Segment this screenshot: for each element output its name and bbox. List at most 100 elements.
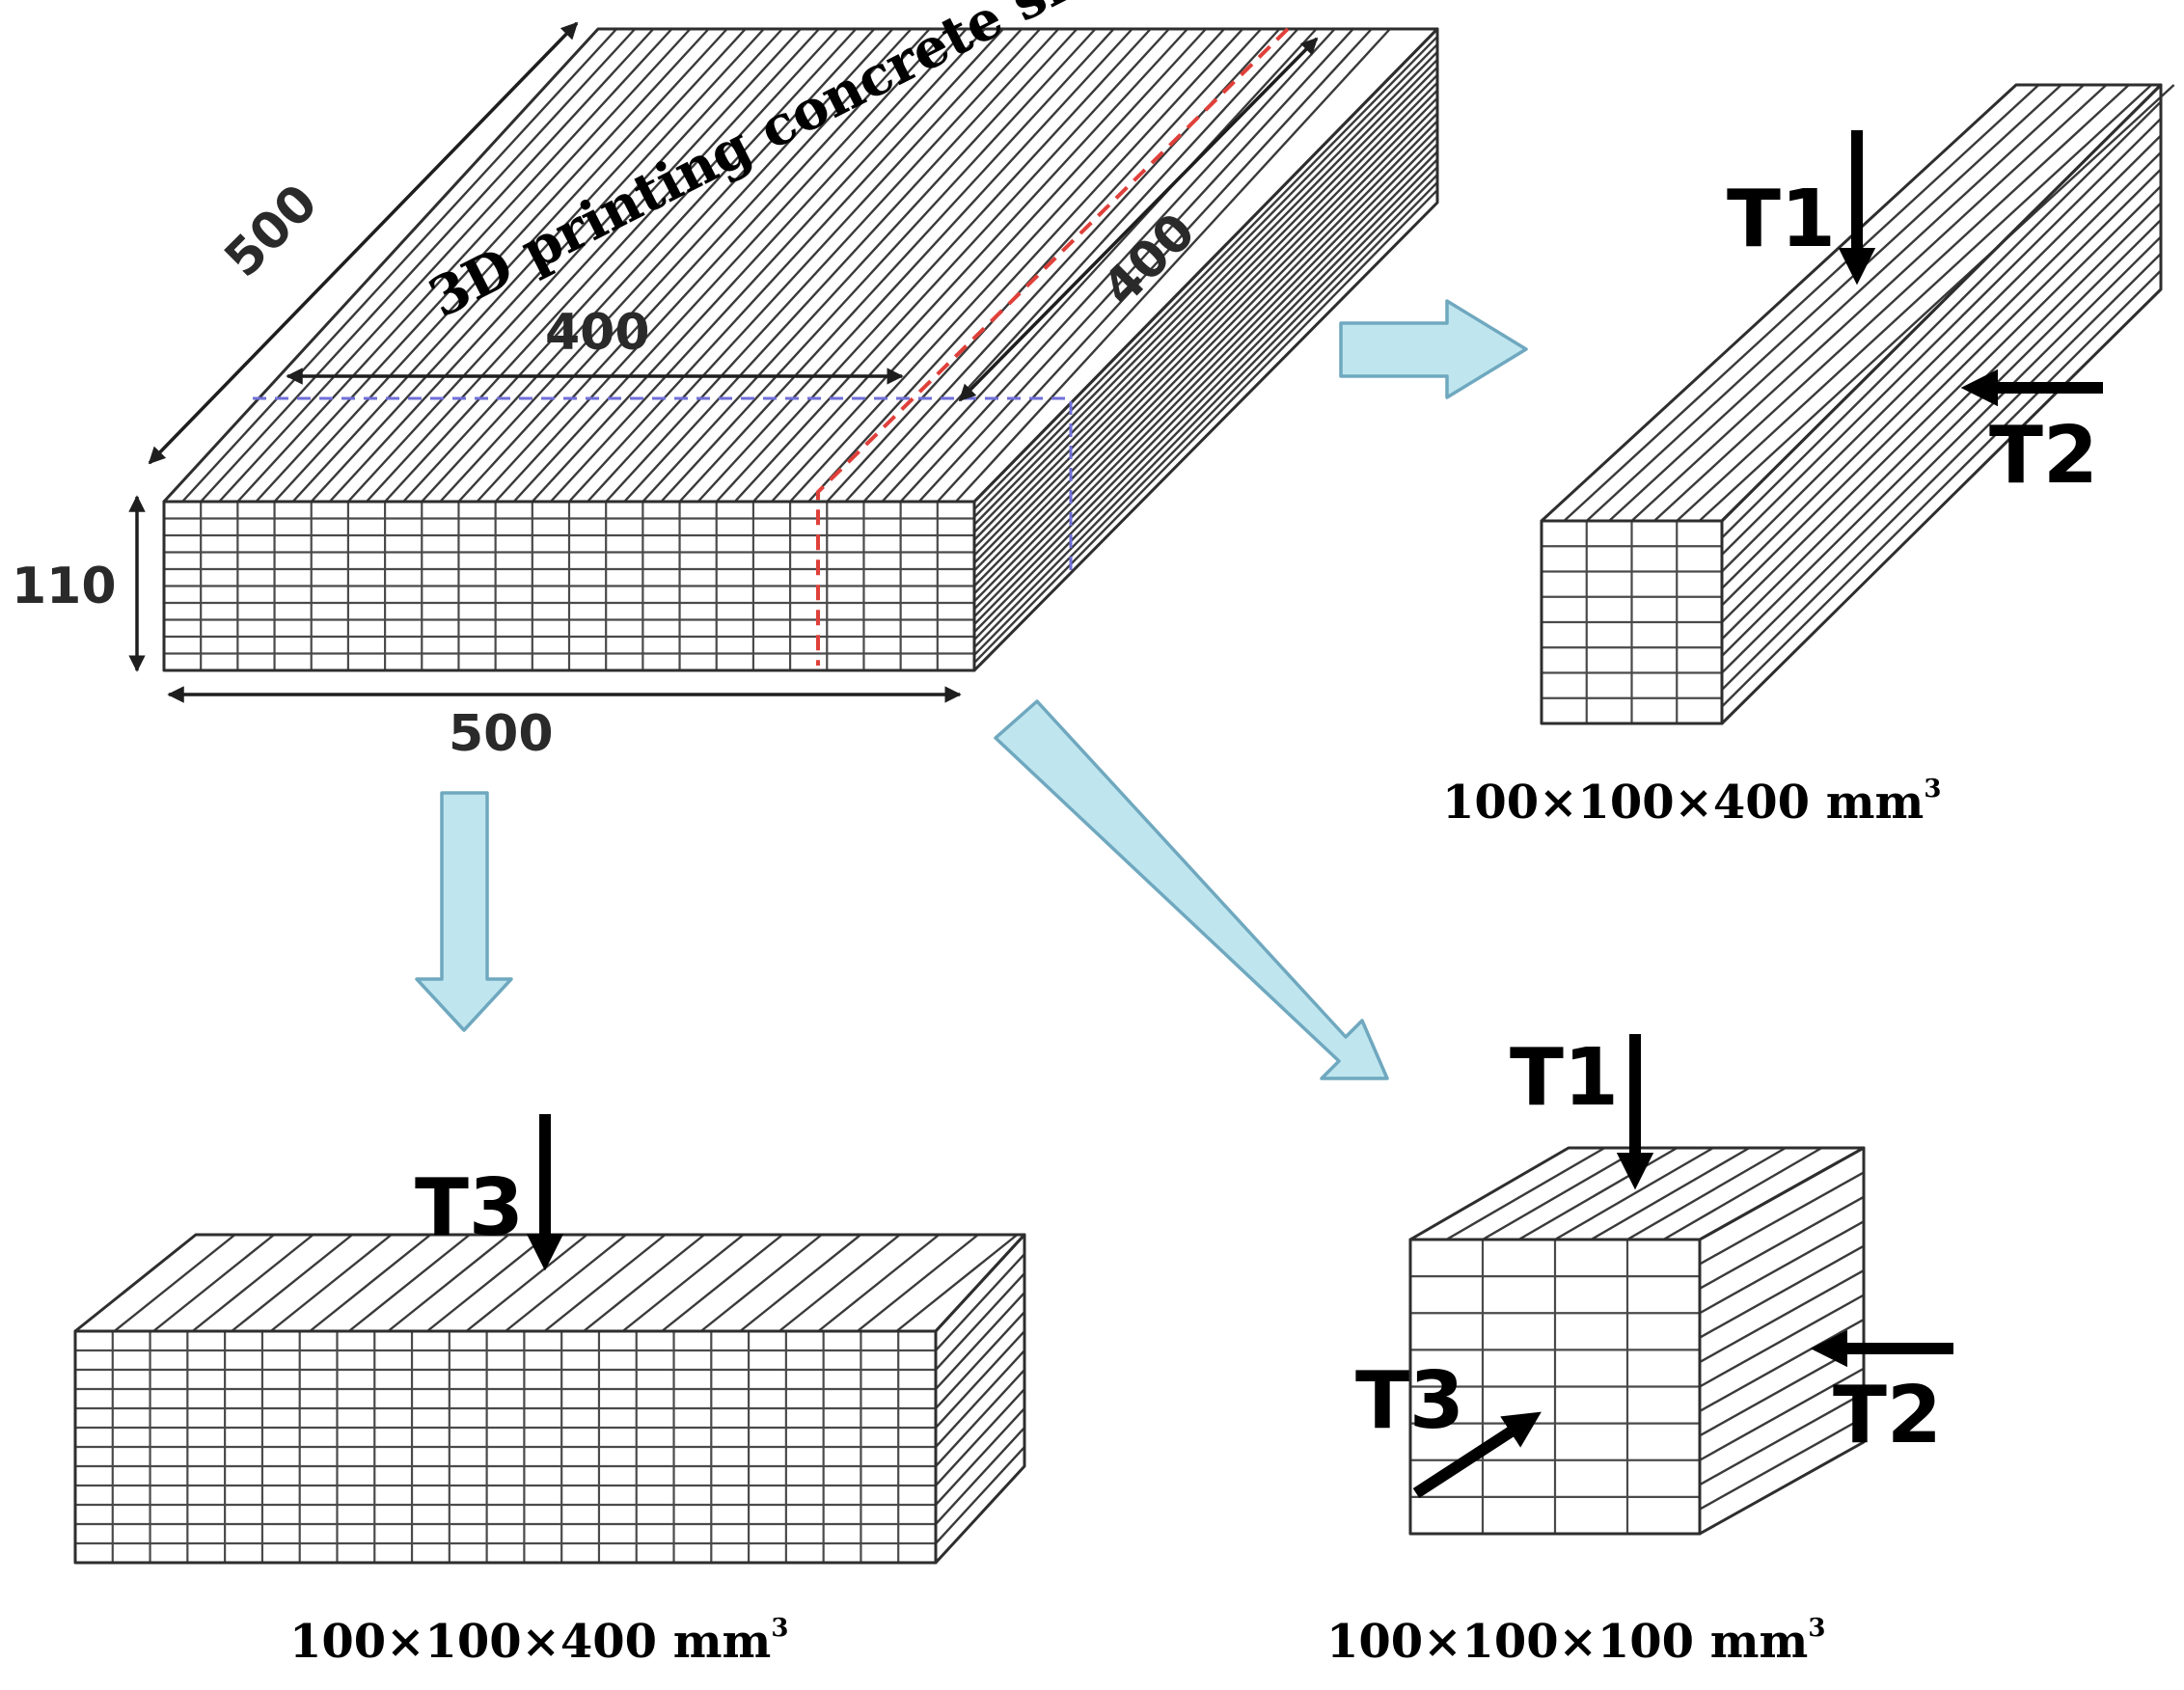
hatch-line bbox=[1590, 1146, 1751, 1241]
dim-depth-line bbox=[148, 21, 579, 465]
prism-top-right-top-hatching bbox=[1563, 84, 2175, 522]
hatch-line bbox=[817, 1234, 941, 1332]
hatch-line bbox=[661, 1234, 783, 1332]
prism-top-right-front-grid bbox=[1542, 521, 1722, 723]
prism-top-right-t1-label: T1 bbox=[1727, 174, 1836, 265]
prism-top-right-side-hatching bbox=[1721, 100, 2162, 708]
cube-caption: 100×100×100 mm3 bbox=[1326, 1614, 1825, 1669]
hatch-line bbox=[973, 181, 1438, 656]
red-cut-line bbox=[816, 27, 1290, 666]
dim-inner-width-label: 400 bbox=[545, 304, 650, 362]
cube-t2-label: T2 bbox=[1833, 1370, 1942, 1461]
hatch-line bbox=[935, 1446, 1025, 1544]
dim-height-label: 110 bbox=[12, 558, 117, 615]
hatch-line bbox=[1721, 202, 2162, 641]
hatch-line bbox=[935, 1407, 1025, 1506]
hatch-line bbox=[935, 1349, 1025, 1448]
hatch-line bbox=[1676, 84, 2153, 522]
prism-bottom-left-front-outline bbox=[73, 1329, 938, 1565]
hatch-line bbox=[1721, 134, 2162, 573]
hatch-line bbox=[1699, 1220, 1865, 1315]
hatch-line bbox=[550, 28, 986, 503]
hatch-line bbox=[1721, 235, 2162, 674]
hatch-line bbox=[1630, 84, 2108, 522]
hatch-line bbox=[1699, 1294, 1865, 1388]
hatch-line bbox=[935, 1311, 1025, 1409]
hatch-line bbox=[935, 1253, 1025, 1351]
hatch-line bbox=[231, 1234, 353, 1332]
hatch-line bbox=[1721, 253, 2162, 691]
hatch-line bbox=[366, 28, 802, 503]
hatch-line bbox=[152, 1234, 275, 1332]
hatch-line bbox=[1585, 84, 2062, 522]
hatch-line bbox=[1699, 1392, 1865, 1486]
cube-t1-label: T1 bbox=[1510, 1032, 1619, 1124]
hatch-line bbox=[973, 166, 1438, 641]
prism-bottom-left-front-grid bbox=[75, 1331, 936, 1563]
hatch-line bbox=[1608, 84, 2085, 522]
hatch-line bbox=[973, 43, 1438, 518]
dim-depth-label: 500 bbox=[214, 174, 329, 288]
hatch-line bbox=[1445, 1146, 1606, 1241]
hatch-line bbox=[1721, 168, 2162, 607]
dim-inner-depth-line bbox=[958, 37, 1319, 402]
hatch-line bbox=[621, 1234, 745, 1332]
hatch-line bbox=[973, 189, 1438, 664]
hatch-line bbox=[1699, 1367, 1865, 1461]
hatch-line bbox=[1699, 1244, 1865, 1339]
flow-arrow-diagonal bbox=[994, 699, 1389, 1080]
hatch-line bbox=[465, 1234, 588, 1332]
hatch-line bbox=[935, 1292, 1025, 1390]
hatch-line bbox=[587, 28, 1023, 503]
hatch-line bbox=[583, 1234, 705, 1332]
blue-cut-line bbox=[253, 396, 1073, 574]
dim-inner-depth-label: 400 bbox=[1092, 203, 1207, 317]
hatch-line bbox=[387, 1234, 510, 1332]
prism-top-right: T1 T2 100×100×400 mm3 bbox=[1442, 83, 2175, 830]
dim-width-label: 500 bbox=[449, 705, 554, 763]
hatch-line bbox=[1721, 151, 2162, 589]
hatch-line bbox=[973, 66, 1438, 541]
hatch-line bbox=[1662, 1146, 1823, 1241]
hatch-line bbox=[857, 1234, 979, 1332]
prism-bottom-left: T3 100×100×400 mm3 bbox=[73, 1114, 1026, 1669]
flow-arrow-down bbox=[415, 791, 513, 1032]
cube-front-grid bbox=[1410, 1240, 1700, 1534]
hatch-line bbox=[309, 1234, 432, 1332]
hatch-line bbox=[973, 174, 1438, 648]
prism-bottom-left-side-hatching bbox=[935, 1253, 1025, 1544]
cube-t3-label: T3 bbox=[1355, 1355, 1464, 1447]
hatch-line bbox=[935, 1427, 1025, 1525]
prism-top-right-caption: 100×100×400 mm3 bbox=[1442, 775, 1941, 830]
hatch-line bbox=[699, 1234, 823, 1332]
cube-t3-arrow bbox=[1412, 1411, 1542, 1499]
hatch-line bbox=[269, 1234, 393, 1332]
hatch-line bbox=[191, 1234, 314, 1332]
cube-front-outline bbox=[1408, 1238, 1702, 1536]
hatch-line bbox=[739, 1234, 862, 1332]
hatch-line bbox=[1721, 100, 2162, 539]
hatch-line bbox=[1554, 1146, 1714, 1241]
cube-bottom-right: T1 T2 T3 100×100×100 mm3 bbox=[1326, 1032, 1953, 1669]
hatch-line bbox=[1698, 84, 2175, 522]
hatch-line bbox=[1721, 219, 2162, 657]
hatch-line bbox=[778, 1234, 901, 1332]
hatch-line bbox=[1721, 185, 2162, 623]
hatch-line bbox=[348, 1234, 471, 1332]
hatch-line bbox=[113, 1234, 236, 1332]
hatch-line bbox=[895, 1234, 1019, 1332]
hatch-line bbox=[973, 81, 1438, 557]
hatch-line bbox=[568, 28, 1004, 503]
hatch-line bbox=[1626, 1146, 1787, 1241]
prism-bottom-left-caption: 100×100×400 mm3 bbox=[289, 1614, 788, 1669]
slab-front-outline bbox=[162, 500, 976, 672]
hatch-line bbox=[973, 150, 1438, 626]
hatch-line bbox=[1721, 118, 2162, 556]
hatch-line bbox=[531, 28, 968, 503]
hatch-line bbox=[1653, 84, 2130, 522]
slab-front-grid bbox=[164, 502, 974, 670]
hatch-line bbox=[935, 1330, 1025, 1429]
prism-bottom-left-t3-label: T3 bbox=[415, 1162, 524, 1254]
hatch-line bbox=[973, 51, 1438, 526]
